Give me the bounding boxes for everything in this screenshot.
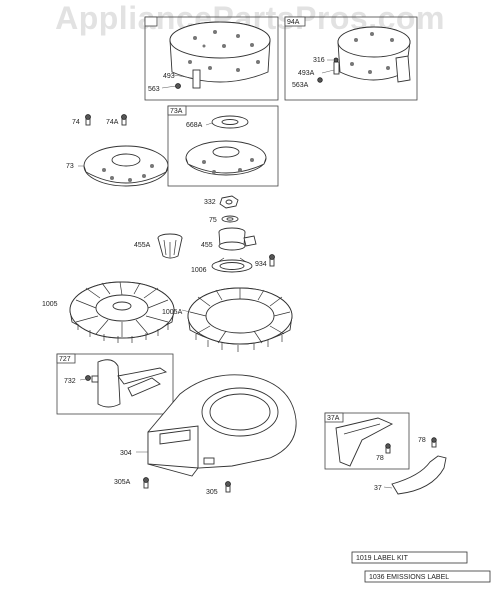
label-78: 78 xyxy=(418,437,426,444)
label-727: 727 xyxy=(59,356,71,363)
label-563: 563 xyxy=(148,86,160,93)
label-37A: 37A xyxy=(327,415,340,422)
label-455A: 455A xyxy=(134,242,151,249)
label-94A: 94A xyxy=(287,19,300,26)
label-73: 73 xyxy=(66,163,74,170)
label-74A: 74A xyxy=(106,119,119,126)
flywheel-1005A xyxy=(187,287,293,352)
screen-73 xyxy=(83,145,169,187)
label-563A: 563A xyxy=(292,82,309,89)
label-668A: 668A xyxy=(186,122,203,129)
baffle-37 xyxy=(391,455,447,495)
label-kit-1019: 1019 LABEL KIT xyxy=(351,551,468,564)
screen-455A xyxy=(157,233,183,259)
label-37: 37 xyxy=(374,485,382,492)
label-73A: 73A xyxy=(170,108,183,115)
group-73A xyxy=(167,105,279,187)
screw-305 xyxy=(225,481,231,493)
screw-74 xyxy=(85,114,91,126)
label-332: 332 xyxy=(204,199,216,206)
label-305A: 305A xyxy=(114,479,131,486)
label-kit-1019-text: 1019 LABEL KIT xyxy=(356,555,409,562)
label-1005: 1005 xyxy=(42,301,58,308)
label-732: 732 xyxy=(64,378,76,385)
label-304: 304 xyxy=(120,450,132,457)
starter-cup-455 xyxy=(218,227,257,251)
group-727 xyxy=(56,353,174,415)
ring-1006 xyxy=(211,257,253,273)
washer-75 xyxy=(221,215,239,223)
emissions-label-1036: 1036 EMISSIONS LABEL xyxy=(364,570,491,583)
flywheel-1005 xyxy=(69,281,175,343)
label-1006: 1006 xyxy=(191,267,207,274)
label-934: 934 xyxy=(255,261,267,268)
blower-housing-304 xyxy=(147,374,297,477)
label-305: 305 xyxy=(206,489,218,496)
label-74: 74 xyxy=(72,119,80,126)
label-78-inner: 78 xyxy=(376,455,384,462)
screw-305A xyxy=(143,477,149,489)
group-94A xyxy=(284,16,418,101)
screw-78 xyxy=(431,437,437,448)
nut-332 xyxy=(219,195,239,209)
screw-934 xyxy=(269,254,275,267)
screw-74A xyxy=(121,114,127,126)
label-493: 493 xyxy=(163,73,175,80)
label-75: 75 xyxy=(209,217,217,224)
label-1005A: 1005A xyxy=(162,309,183,316)
label-316: 316 xyxy=(313,57,325,64)
label-455: 455 xyxy=(201,242,213,249)
group-37A xyxy=(324,412,410,470)
emissions-label-1036-text: 1036 EMISSIONS LABEL xyxy=(369,574,449,581)
label-493A: 493A xyxy=(298,70,315,77)
group-screen-box xyxy=(144,16,279,101)
